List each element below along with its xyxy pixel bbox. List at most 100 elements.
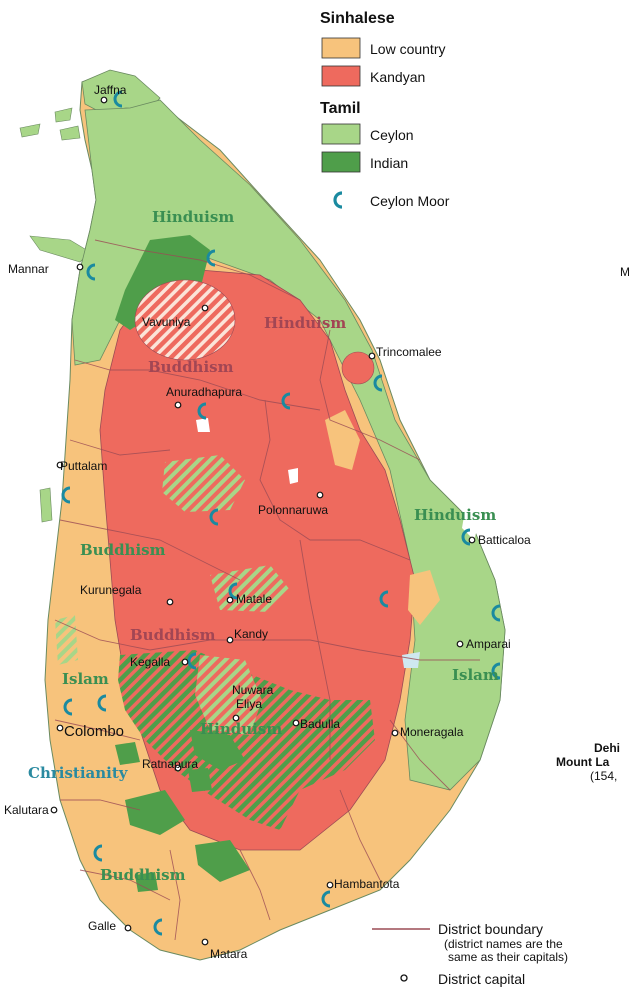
- indian-tamil-patch-4: [195, 840, 250, 882]
- legend-label-ceylon-moor: Ceylon Moor: [370, 193, 450, 209]
- district-capital-label: District capital: [438, 971, 525, 987]
- city-badulla: Badulla: [300, 717, 340, 731]
- indian-tamil-patch-6: [188, 768, 212, 792]
- crescent-icon: [228, 582, 238, 600]
- indian-tamil-patch-3: [125, 790, 185, 835]
- legend-swatch-kandyan: [321, 65, 361, 87]
- city-kandy: Kandy: [234, 627, 268, 641]
- religion-islam-east: Islam: [452, 666, 499, 684]
- city-moneragala: Moneragala: [400, 725, 464, 739]
- religion-buddhism-west: Buddhism: [80, 541, 166, 559]
- religion-islam-west: Islam: [62, 670, 109, 688]
- indian-tamil-patch-2: [115, 742, 140, 765]
- north-island-2: [54, 107, 73, 123]
- crescent-icon: [491, 662, 501, 680]
- nuwara-eliya-light: [195, 655, 262, 735]
- lagoon-1: [196, 418, 210, 432]
- city-hambantota: Hambantota: [334, 877, 400, 891]
- crescent-icon: [187, 652, 197, 670]
- crescent-icon: [93, 844, 103, 862]
- low-country-patch-east: [325, 410, 360, 470]
- city-ratnapura: Ratnapura: [142, 757, 198, 771]
- north-island-1: [19, 123, 41, 138]
- low-country-patch-se: [408, 570, 440, 625]
- city-trincomalee: Trincomalee: [376, 345, 442, 359]
- city-matara: Matara: [210, 947, 248, 961]
- trincomalee-kandyan-spot: [341, 351, 375, 385]
- crescent-icon: [373, 374, 383, 392]
- district-note-line1: (district names are the: [444, 937, 563, 951]
- crescent-icon: [379, 590, 389, 608]
- city-galle: Galle: [88, 919, 116, 933]
- legend-sinhalese-heading: Sinhalese: [320, 10, 395, 27]
- lagoon-2: [288, 468, 298, 484]
- vavuniya-mixed-region: [134, 279, 236, 361]
- religion-hinduism-north: Hinduism: [152, 208, 234, 226]
- city-polonnaruwa: Polonnaruwa: [258, 503, 328, 517]
- district-boundaries: [54, 239, 480, 941]
- legend-label-kandyan: Kandyan: [370, 69, 425, 85]
- city-ampara: Amparai: [466, 637, 511, 651]
- indian-tamil-patch-5: [135, 872, 158, 892]
- district-capital-swatch: [400, 974, 408, 982]
- district-boundary-label: District boundary: [438, 921, 543, 937]
- crescent-icon: [63, 698, 73, 716]
- religion-christianity: Christianity: [28, 764, 129, 782]
- city-kurunegala: Kurunegala: [80, 583, 142, 597]
- legend-tamil-heading: Tamil: [320, 100, 361, 117]
- crescent-icon: [333, 191, 343, 209]
- lagoon-3: [402, 652, 420, 668]
- religion-hinduism-trinco: Hinduism: [264, 314, 346, 332]
- city-colombo: Colombo: [64, 723, 124, 740]
- ceylon-moor-markers: [61, 90, 501, 936]
- legend-swatch-indian: [321, 151, 361, 173]
- city-kalutara: Kalutara: [4, 803, 49, 817]
- city-puttalam: Puttalam: [60, 459, 107, 473]
- crescent-icon: [206, 249, 216, 267]
- city-eliya: Eliya: [236, 697, 262, 711]
- city-kegalla: Kegalla: [130, 655, 170, 669]
- city-matale: Matale: [236, 592, 272, 606]
- bottom-legend: District boundary (district names are th…: [372, 921, 568, 987]
- crescent-icon: [321, 890, 331, 908]
- legend-label-indian: Indian: [370, 155, 408, 171]
- indian-tamil-hill-country: [118, 650, 375, 830]
- ceylon-tamil-region-north: [71, 99, 506, 791]
- legend-swatch-low-country: [321, 37, 361, 59]
- legend-label-ceylon: Ceylon: [370, 127, 414, 143]
- north-island-3: [59, 125, 81, 141]
- legend: Sinhalese Low country Kandyan Tamil Ceyl…: [320, 10, 450, 209]
- edge-text-dehi: Dehi: [594, 741, 620, 755]
- edge-text-alt: (154,: [590, 769, 617, 783]
- district-capital-markers: [50, 96, 476, 946]
- legend-label-low-country: Low country: [370, 41, 445, 57]
- city-mannar: Mannar: [8, 262, 49, 276]
- city-jaffna: Jaffna: [94, 83, 127, 97]
- mannar-island: [29, 235, 91, 263]
- crescent-icon: [281, 392, 291, 410]
- district-note-line2: same as their capitals): [448, 950, 568, 964]
- religion-buddhism-north: Buddhism: [148, 358, 234, 376]
- city-nuwara: Nuwara: [232, 683, 274, 697]
- religion-buddhism-south: Buddhism: [100, 866, 186, 884]
- religion-hinduism-east: Hinduism: [414, 506, 496, 524]
- crescent-icon: [461, 528, 471, 546]
- west-islet: [39, 487, 53, 523]
- mixed-patch-central: [162, 455, 245, 512]
- crescent-icon: [97, 694, 107, 712]
- indian-tamil-patch-1: [190, 730, 245, 770]
- city-batticaloa: Batticaloa: [478, 533, 531, 547]
- legend-swatch-ceylon: [321, 123, 361, 145]
- edge-text-mount: Mount La: [556, 755, 610, 769]
- crescent-icon: [113, 90, 123, 108]
- crescent-icon: [61, 486, 71, 504]
- crescent-icon: [197, 402, 207, 420]
- edge-text-m: M: [620, 265, 629, 279]
- crescent-icon: [86, 263, 96, 281]
- mixed-patch-west: [55, 615, 78, 665]
- crescent-icon: [209, 508, 219, 526]
- crescent-icon: [153, 918, 163, 936]
- city-vavuniya: Vavuniya: [142, 315, 191, 329]
- city-anuradhapura: Anuradhapura: [166, 385, 242, 399]
